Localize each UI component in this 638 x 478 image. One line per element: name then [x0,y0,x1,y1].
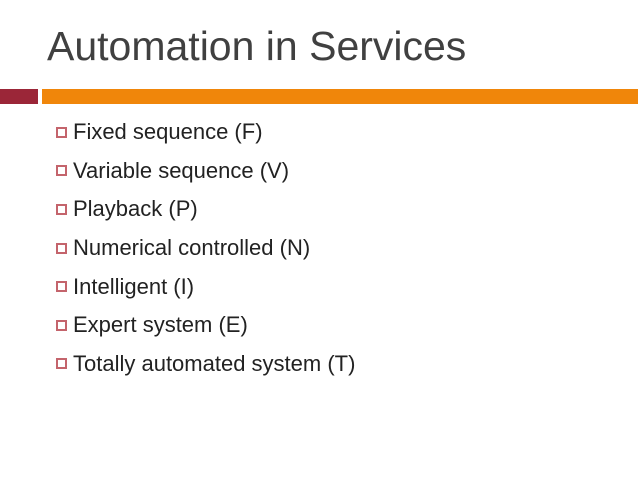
square-bullet-icon [56,242,67,254]
list-item: Totally automated system (T) [0,345,638,384]
square-bullet-icon [56,281,67,293]
list-item: Expert system (E) [0,306,638,345]
bullet-list: Fixed sequence (F) Variable sequence (V)… [0,113,638,383]
square-bullet-icon [56,165,67,177]
list-item: Intelligent (I) [0,267,638,306]
list-item: Numerical controlled (N) [0,229,638,268]
slide-title: Automation in Services [47,23,467,69]
list-item: Variable sequence (V) [0,152,638,191]
bullet-label: Fixed sequence (F) [73,119,263,145]
square-bullet-icon [56,203,67,215]
bullet-label: Expert system (E) [73,312,248,338]
bullet-label: Variable sequence (V) [73,157,290,183]
divider-orange-bar [42,89,638,104]
divider-maroon-block [0,89,38,104]
square-bullet-icon [56,358,67,370]
square-bullet-icon [56,126,67,138]
title-divider-bar [0,89,638,104]
square-bullet-icon [56,319,67,331]
bullet-label: Totally automated system (T) [73,350,356,376]
list-item: Fixed sequence (F) [0,113,638,152]
list-item: Playback (P) [0,190,638,229]
bullet-label: Numerical controlled (N) [73,235,311,261]
bullet-label: Intelligent (I) [73,273,195,299]
bullet-label: Playback (P) [73,196,198,222]
